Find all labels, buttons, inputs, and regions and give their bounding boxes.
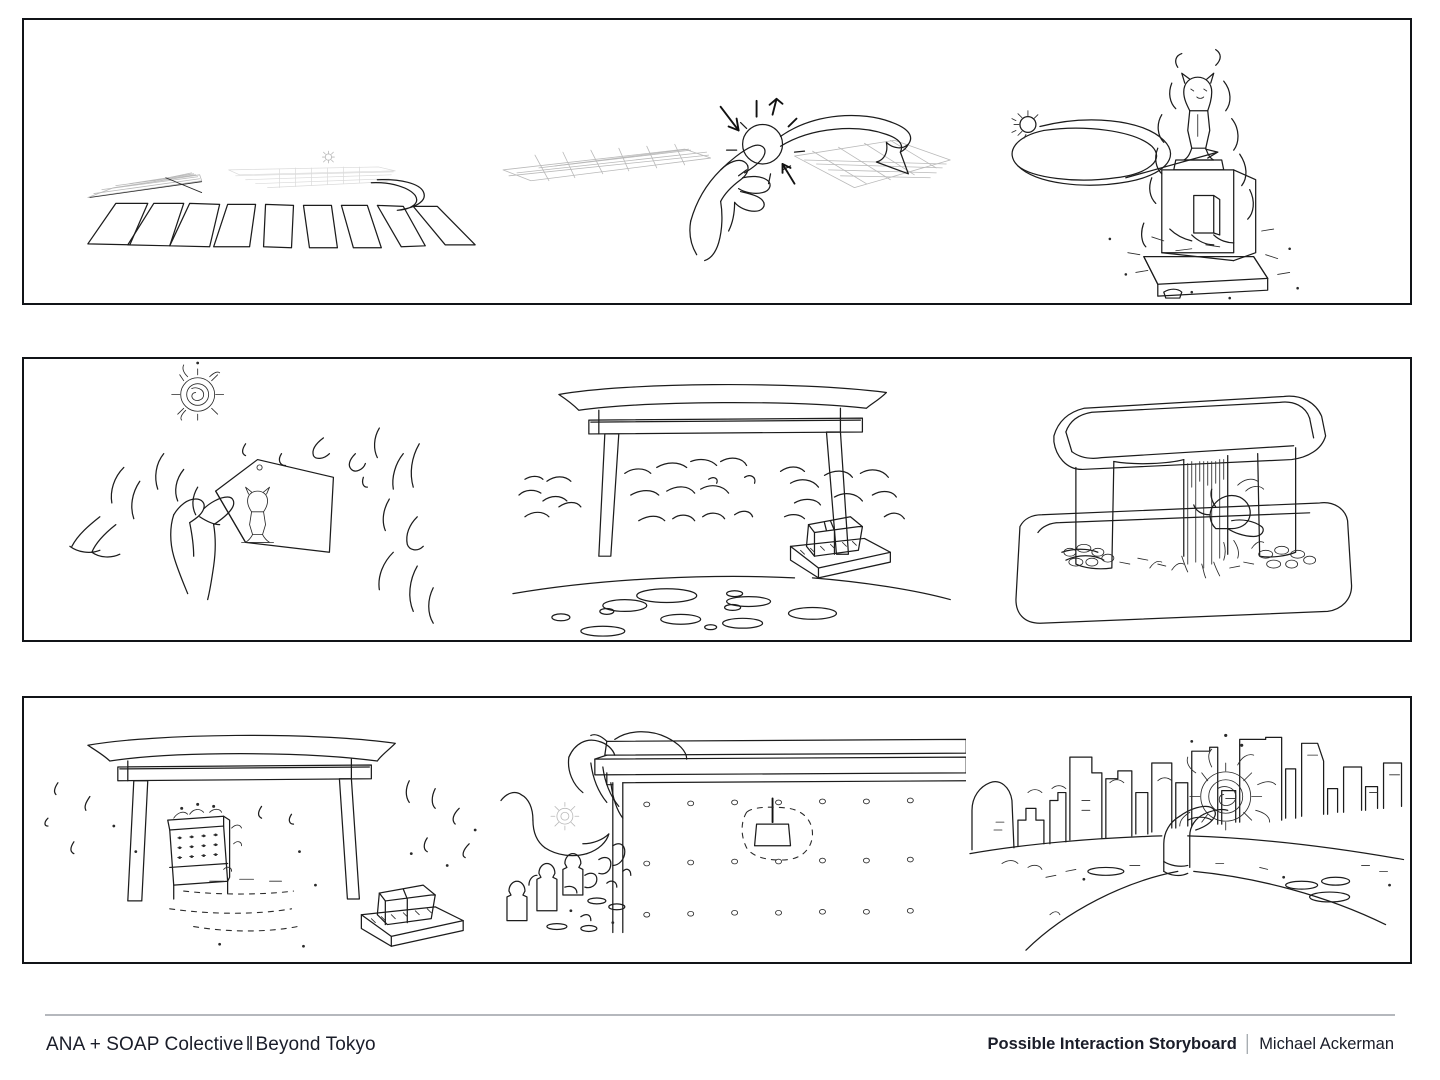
- row-1-frames: [24, 20, 1410, 303]
- crosswalk-stripes-left: [502, 143, 712, 182]
- fallen-petals: [546, 868, 632, 933]
- frame-3-3: [966, 698, 1410, 962]
- hill-ridge: [969, 835, 1405, 861]
- frame-2-2: [495, 359, 966, 640]
- motion-arrow: [780, 114, 912, 175]
- glowing-emblem: [171, 361, 225, 421]
- gravel-bed: [1061, 541, 1317, 571]
- storyboard-row-2: [22, 357, 1412, 642]
- glowing-emblem: [1179, 733, 1277, 831]
- falling-petals: [44, 780, 477, 948]
- ema-plaque: [215, 458, 335, 553]
- shrine-wall: [612, 780, 967, 934]
- hachiko-dog-statue: [1173, 72, 1225, 171]
- footer-author: Michael Ackerman: [1259, 1035, 1394, 1053]
- frame-3-1: [24, 698, 509, 962]
- city-skyline: [971, 736, 1403, 851]
- ladle-hand: [1193, 478, 1265, 561]
- frame-2-3: [966, 359, 1410, 640]
- storyboard-row-1: [22, 18, 1412, 305]
- glowing-orb: [1011, 110, 1039, 139]
- crosswalk-stripes: [87, 202, 476, 249]
- torii-gate: [558, 383, 888, 557]
- footer-separator: ‖: [245, 1034, 254, 1055]
- footer-project-subtitle: Beyond Tokyo: [255, 1034, 376, 1055]
- row-2-frames: [24, 359, 1410, 640]
- pedestal-slot: [1193, 194, 1221, 236]
- distant-glow-flower: [322, 150, 335, 164]
- road-curb-curve: [370, 179, 425, 211]
- footer-doc-title: Possible Interaction Storyboard: [987, 1035, 1237, 1053]
- basin-rim: [1053, 395, 1327, 471]
- plinth: [790, 537, 892, 579]
- sparkle-rays: [719, 97, 806, 185]
- hand-holding: [170, 496, 235, 601]
- frame-3-2: [495, 698, 967, 962]
- jizo-statues: [506, 853, 584, 922]
- basin-base: [1015, 502, 1353, 624]
- glowing-orb: [719, 97, 806, 185]
- spiral-trail: [1012, 119, 1219, 186]
- footer-divider: [45, 1014, 1395, 1016]
- pedestal: [1143, 169, 1269, 297]
- water-fall: [1181, 459, 1225, 579]
- frame-2-1: [24, 359, 509, 640]
- ground-line: [512, 575, 952, 601]
- glow-spot: [550, 802, 580, 831]
- scattered-stones: [1002, 860, 1392, 916]
- highlighted-ema: [741, 797, 814, 861]
- row-3-frames: [24, 698, 1410, 962]
- hanging-plaques: [177, 833, 219, 859]
- footer-vertical-bar: │: [1242, 1035, 1254, 1053]
- footer-doc-credit: Possible Interaction Storyboard │ Michael …: [987, 1035, 1394, 1054]
- swirling-petals: [69, 427, 434, 624]
- ground-marks: [169, 878, 299, 932]
- hedge-foliage: [518, 457, 906, 522]
- torii-gate: [87, 734, 396, 902]
- storyboard-row-3: [22, 696, 1412, 964]
- far-crosswalk: [228, 166, 396, 188]
- peg-grid: [643, 797, 914, 918]
- shrine-roof: [590, 734, 967, 786]
- plinth: [360, 906, 464, 947]
- dog-drawing-on-plaque: [241, 486, 274, 543]
- footer-project-credit: ANA + SOAP Colective‖Beyond Tokyo: [46, 1034, 376, 1056]
- footer: ANA + SOAP Colective‖Beyond Tokyo Possib…: [0, 1000, 1440, 1080]
- foreground-path: [1025, 870, 1387, 951]
- footer-project-label: ANA + SOAP Colective: [46, 1034, 244, 1055]
- frame-1-3: [966, 20, 1410, 303]
- frame-1-2: [495, 20, 966, 303]
- ema-board: [167, 802, 243, 900]
- energy-bursts: [1109, 48, 1300, 300]
- left-crosswalk-slab: [87, 172, 203, 198]
- rock-foliage: [500, 731, 688, 894]
- crosswalk-stripes-right: [794, 139, 951, 189]
- hand-pinching: [689, 144, 771, 262]
- frame-1-1: [24, 20, 509, 303]
- hand-raised: [1163, 805, 1229, 877]
- stepping-stones: [551, 588, 838, 637]
- stone-offering-block: [376, 884, 436, 926]
- basin-body: [1075, 447, 1297, 570]
